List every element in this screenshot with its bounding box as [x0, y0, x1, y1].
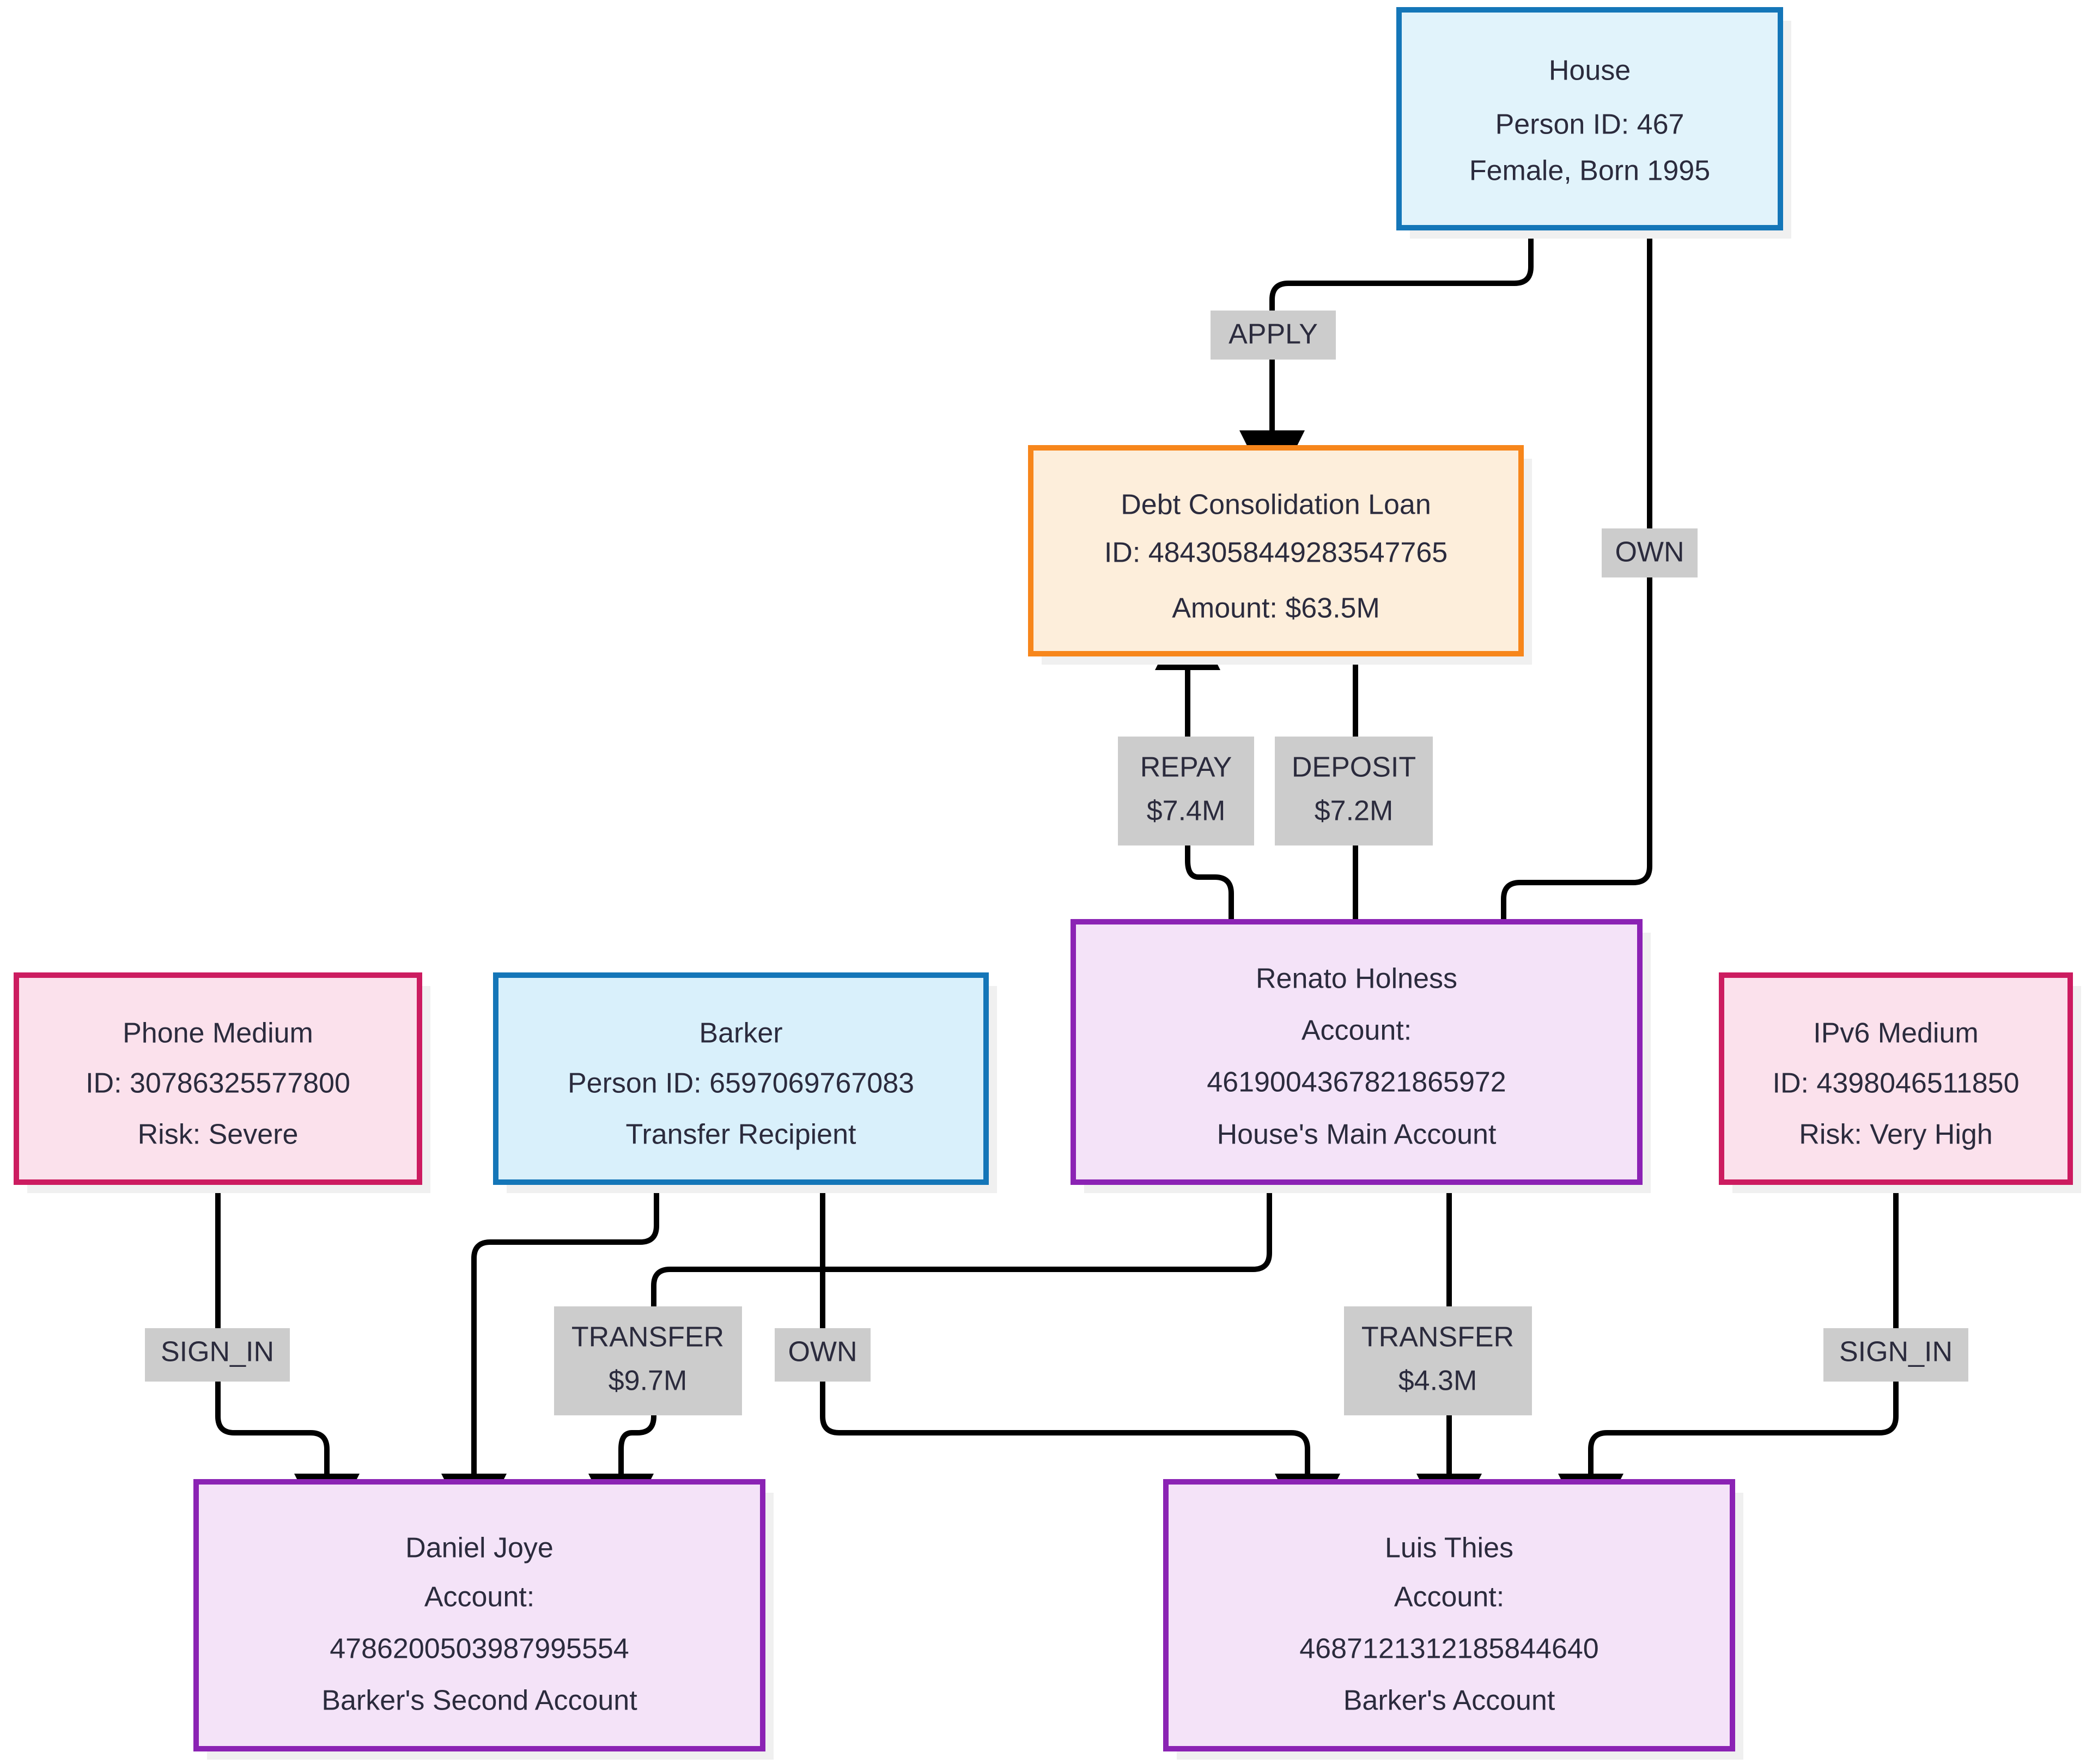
- edge-label-signin-ipv6-text: SIGN_IN: [1839, 1336, 1953, 1368]
- edge-label-signin-phone: SIGN_IN: [145, 1328, 290, 1382]
- edge-label-deposit-rel: DEPOSIT: [1292, 752, 1416, 783]
- node-renato-line-1: Account:: [1302, 1015, 1412, 1047]
- node-phone-line-2: Risk: Severe: [138, 1119, 299, 1151]
- node-debt-consolidation-loan[interactable]: Debt Consolidation Loan ID: 484305844928…: [1028, 445, 1532, 665]
- edge-label-own-barker-luis: OWN: [775, 1328, 871, 1382]
- edge-label-deposit-amount: $7.2M: [1315, 795, 1394, 827]
- node-ipv6-line-0: IPv6 Medium: [1813, 1018, 1978, 1049]
- node-house[interactable]: House Person ID: 467 Female, Born 1995: [1396, 7, 1791, 239]
- node-luis-line-3: Barker's Account: [1343, 1685, 1555, 1717]
- node-ipv6-line-2: Risk: Very High: [1799, 1119, 1992, 1151]
- edge-label-transfer43-rel: TRANSFER: [1361, 1322, 1514, 1353]
- node-house-line-1: Person ID: 467: [1495, 109, 1684, 141]
- node-daniel-line-1: Account:: [424, 1581, 534, 1613]
- node-ipv6-medium[interactable]: IPv6 Medium ID: 4398046511850 Risk: Very…: [1719, 972, 2081, 1193]
- edge-own-house-renato[interactable]: [1471, 234, 1652, 986]
- node-luis-line-0: Luis Thies: [1385, 1532, 1513, 1564]
- edge-label-signin-phone-text: SIGN_IN: [161, 1336, 274, 1368]
- node-luis-line-2: 4687121312185844640: [1299, 1633, 1598, 1665]
- edge-label-deposit: DEPOSIT $7.2M: [1275, 737, 1433, 845]
- node-daniel-joye[interactable]: Daniel Joye Account: 4786200503987995554…: [193, 1479, 774, 1760]
- edge-label-transfer-97: TRANSFER $9.7M: [554, 1306, 742, 1415]
- edge-signin-ipv6-luis[interactable]: [1558, 1193, 1899, 1539]
- node-phone-line-0: Phone Medium: [123, 1018, 313, 1049]
- node-renato-holness[interactable]: Renato Holness Account: 4619004367821865…: [1071, 919, 1651, 1193]
- node-house-line-0: House: [1549, 55, 1631, 87]
- node-loan-line-0: Debt Consolidation Loan: [1121, 489, 1431, 521]
- node-renato-line-2: 4619004367821865972: [1207, 1067, 1506, 1098]
- node-barker-line-1: Person ID: 6597069767083: [568, 1068, 914, 1099]
- edge-own-barker-daniel[interactable]: [441, 1193, 659, 1539]
- edge-label-apply: APPLY: [1211, 311, 1336, 360]
- node-phone-medium[interactable]: Phone Medium ID: 30786325577800 Risk: Se…: [14, 972, 430, 1193]
- node-barker-line-0: Barker: [699, 1018, 782, 1049]
- edge-signin-phone-daniel[interactable]: [215, 1193, 360, 1539]
- edge-label-apply-text: APPLY: [1229, 319, 1318, 350]
- edge-label-own-house-text: OWN: [1615, 537, 1684, 568]
- edge-labels-layer: APPLY OWN REPAY $7.4M DEPOSIT $7.2M: [145, 311, 1968, 1415]
- node-daniel-line-3: Barker's Second Account: [321, 1685, 637, 1717]
- edge-label-own-barker-luis-text: OWN: [788, 1336, 857, 1368]
- node-luis-thies[interactable]: Luis Thies Account: 4687121312185844640 …: [1163, 1479, 1743, 1760]
- edge-label-repay-amount: $7.4M: [1147, 795, 1226, 827]
- node-daniel-line-2: 4786200503987995554: [330, 1633, 629, 1665]
- edge-label-transfer97-amount: $9.7M: [609, 1365, 688, 1397]
- node-ipv6-line-1: ID: 4398046511850: [1773, 1068, 2020, 1099]
- edge-label-repay: REPAY $7.4M: [1118, 737, 1254, 845]
- edge-own-barker-luis[interactable]: [820, 1193, 1340, 1539]
- edge-repay[interactable]: [1155, 605, 1234, 926]
- node-luis-line-1: Account:: [1394, 1581, 1504, 1613]
- node-daniel-line-0: Daniel Joye: [405, 1532, 554, 1564]
- edges-layer: [215, 234, 1899, 1539]
- node-barker-line-2: Transfer Recipient: [626, 1119, 856, 1151]
- nodes-layer: House Person ID: 467 Female, Born 1995 D…: [14, 7, 2081, 1760]
- node-barker[interactable]: Barker Person ID: 6597069767083 Transfer…: [493, 972, 997, 1193]
- edge-label-transfer97-rel: TRANSFER: [571, 1322, 724, 1353]
- edge-label-transfer43-amount: $4.3M: [1398, 1365, 1477, 1397]
- edge-label-own-house: OWN: [1602, 528, 1698, 577]
- edge-label-transfer-43: TRANSFER $4.3M: [1344, 1306, 1532, 1415]
- edge-label-signin-ipv6: SIGN_IN: [1823, 1328, 1968, 1382]
- edge-label-repay-rel: REPAY: [1140, 752, 1232, 783]
- node-renato-line-0: Renato Holness: [1256, 963, 1457, 995]
- node-renato-line-3: House's Main Account: [1217, 1119, 1497, 1151]
- node-loan-line-2: Amount: $63.5M: [1172, 593, 1380, 624]
- node-loan-line-1: ID: 4843058449283547765: [1104, 537, 1448, 569]
- node-phone-line-1: ID: 30786325577800: [86, 1068, 350, 1099]
- node-house-line-2: Female, Born 1995: [1469, 155, 1710, 187]
- edge-apply[interactable]: [1239, 234, 1534, 496]
